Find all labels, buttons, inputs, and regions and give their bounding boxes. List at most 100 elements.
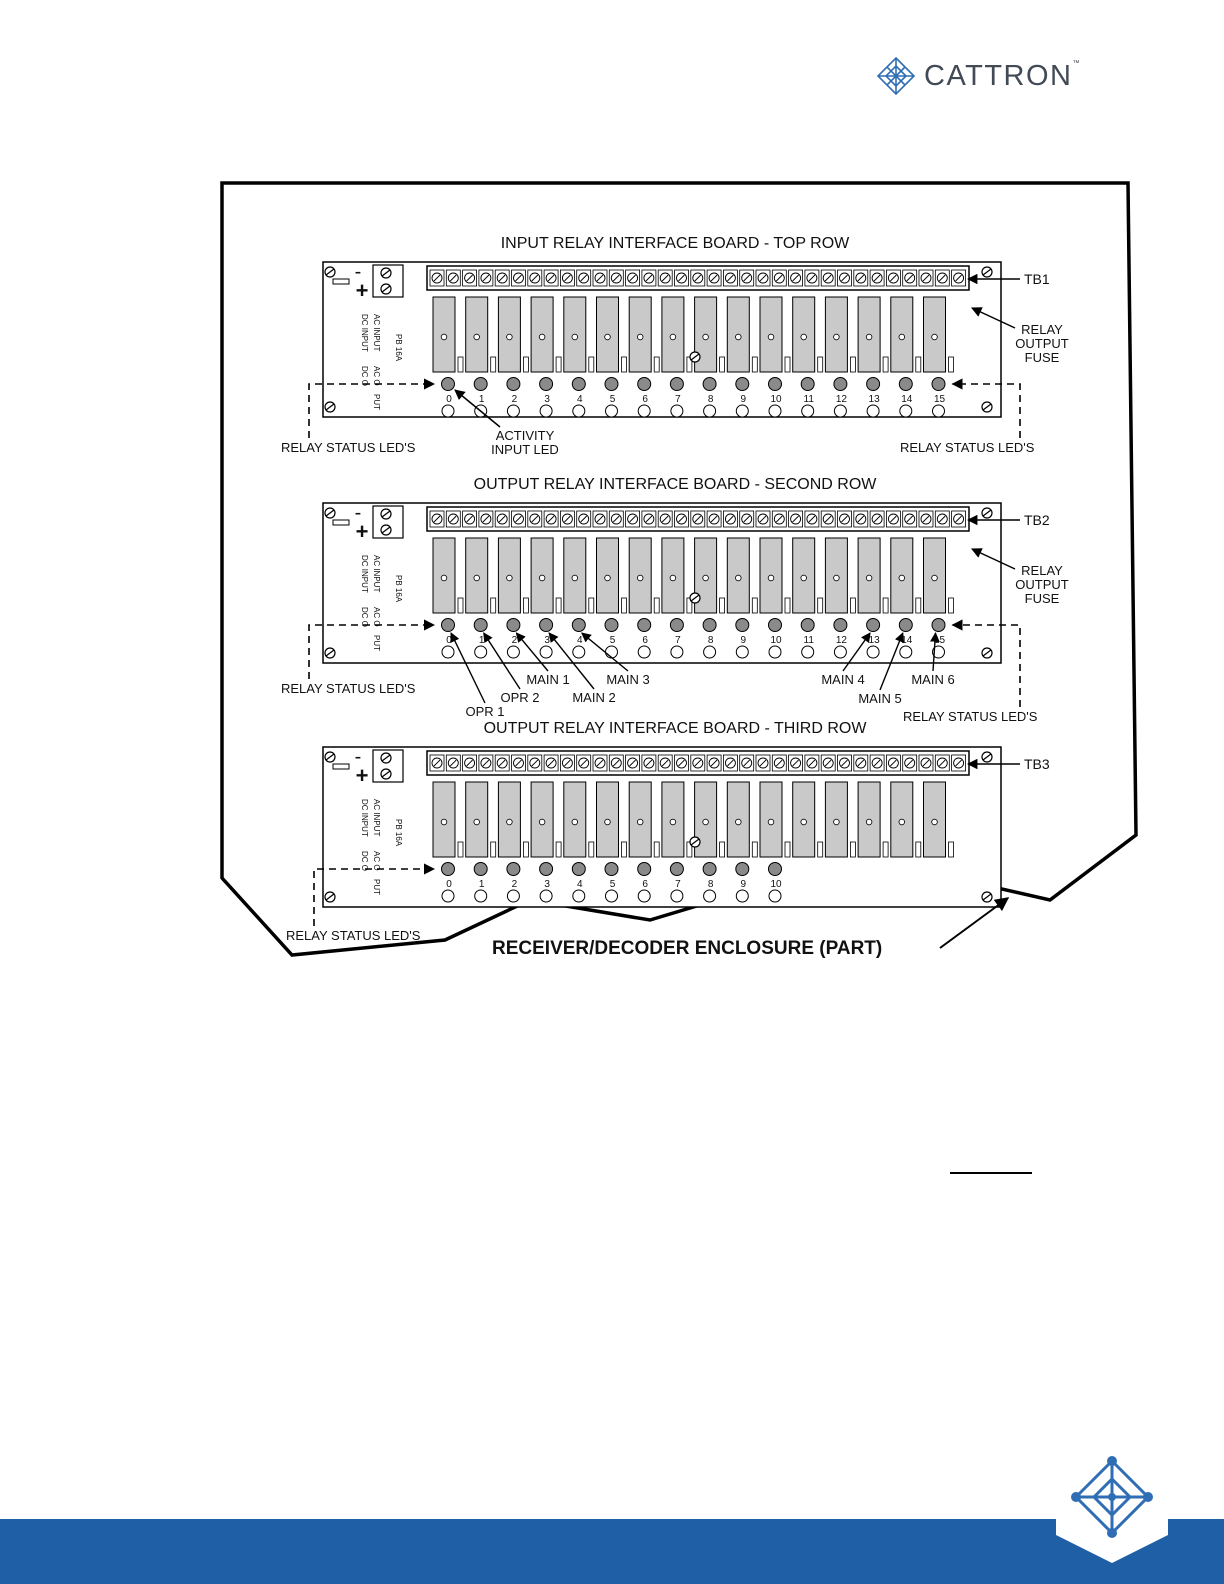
board-2-test-pad [441, 645, 455, 659]
board-2-channel-label: 7 [675, 635, 681, 646]
board-2-terminal-screw-slot [775, 515, 783, 523]
board-3-fuse-icon [915, 841, 922, 858]
board-3-terminal-screw-slot [661, 759, 669, 767]
board-1-channel-label: 5 [610, 394, 616, 405]
board-1-terminal-screw-slot [661, 274, 669, 282]
board-2-terminal-screw-slot [629, 515, 636, 523]
board-1-terminal-screw-slot [466, 274, 473, 282]
board-2-relay-dot-icon [538, 574, 546, 582]
board-1-test-pad [572, 404, 586, 418]
board-1-relay-dot-icon [506, 333, 513, 341]
board-2-terminal-screw-slot [433, 515, 441, 523]
board-1-fuse-icon [621, 356, 627, 373]
board-2-relay-dot-icon [767, 574, 775, 582]
board-3-relay-dot-icon [604, 818, 611, 826]
board-2-callout-label: MAIN 4 [821, 672, 864, 687]
board-2-fuse-icon [490, 597, 497, 614]
board-3-status-led [539, 862, 554, 876]
board-1-terminal-screw-slot [515, 274, 522, 282]
relay-board-diagram: INPUT RELAY INTERFACE BOARD - TOP ROW-+A… [220, 181, 1138, 959]
board-2-terminal-screw-slot [890, 515, 897, 523]
board-1-terminal-screw-slot [743, 274, 751, 282]
board-1-activity-arrow [454, 389, 501, 428]
board-3-terminal-screw-slot [922, 759, 930, 767]
board-1-test-pad [670, 404, 684, 418]
board-2-terminal-screw-slot [547, 515, 555, 523]
board-2-fuse-icon [555, 597, 562, 614]
board-2-test-pad [539, 645, 553, 659]
board-1-screw-tl-icon-slot [325, 268, 335, 276]
board-3-fuse-icon [588, 841, 595, 858]
board-3-test-pad [703, 889, 717, 903]
board-2-test-pad [670, 645, 684, 659]
board-3-fuse-icon [850, 841, 856, 858]
board-3-put-label: PUT [372, 879, 381, 895]
board-3-test-pad [768, 889, 782, 903]
board-1-status-led [866, 377, 881, 391]
board-1-terminal-screw-slot [629, 274, 636, 282]
board-1-status-led [931, 377, 946, 391]
board-1-screw-tr-icon-slot [982, 268, 992, 276]
board-2-put-label: PUT [372, 635, 381, 651]
board-1-terminal-screw-slot [449, 274, 457, 282]
enclosure-arrow [939, 897, 1010, 949]
board-2-relay-dot-icon [440, 574, 448, 582]
board-2-fuse-icon [784, 597, 791, 614]
board-2-terminal-screw-slot [792, 515, 799, 523]
board-1-fuse-icon [719, 356, 725, 373]
board-2-ac-output-label: AC O [372, 607, 381, 627]
board-3-status-label-left: RELAY STATUS LED'S [286, 928, 421, 943]
board-2-terminal-screw-slot [694, 515, 702, 523]
board-1-channel-label: 15 [934, 394, 946, 405]
board-1-test-pad [768, 404, 782, 418]
board-3-terminal-screw-slot [775, 759, 783, 767]
board-1-status-label-left: RELAY STATUS LED'S [281, 440, 416, 455]
board-2-status-led [441, 618, 455, 632]
board-2-terminal-screw-slot [759, 515, 767, 523]
board-1-fuse-icon [588, 356, 595, 373]
board-1-model-label: PB 16A [394, 334, 403, 362]
board-2-relay-dot-icon [473, 574, 480, 582]
board-3-ac-input-label: AC INPUT [372, 799, 381, 836]
board-3-channel-label: 10 [770, 879, 782, 890]
underline-mark [950, 1172, 1032, 1174]
board-3-terminal-screw-slot [873, 759, 881, 767]
board-2-fuse-icon [457, 597, 464, 614]
board-2-status-led [931, 618, 946, 632]
board-3-relay-dot-icon [702, 818, 709, 826]
board-1-test-pad [539, 404, 553, 418]
board-2-test-pad [833, 645, 847, 659]
board-2-fuse-label-line: OUTPUT [1015, 577, 1069, 592]
board-3-relay-dot-icon [506, 818, 513, 826]
board-2-terminal-screw-slot [482, 515, 490, 523]
board-2-fuse-icon [751, 597, 758, 614]
board-2-relay-dot-icon [800, 574, 807, 582]
board-3-channel-label: 4 [577, 879, 583, 890]
board-1-channel-label: 11 [804, 394, 815, 405]
board-3-model-label: PB 16A [394, 819, 403, 847]
board-3-fuse-icon [751, 841, 758, 858]
board-1-minus-label: - [355, 261, 362, 283]
board-2-fuse-icon [523, 597, 529, 614]
board-1-dc-input-label: DC INPUT [360, 314, 369, 352]
board-2-terminal-screw-slot [612, 515, 620, 523]
board-3-terminal-screw-slot [824, 759, 832, 767]
board-1-fuse-icon [653, 356, 660, 373]
board-1-status-led [637, 377, 652, 391]
board-3-channel-label: 7 [675, 879, 681, 890]
board-2-channel-label: 13 [869, 635, 881, 646]
board-3-dc-output-label: DC O [360, 851, 369, 871]
board-1-channel-label: 7 [675, 394, 681, 405]
board-1-channel-label: 1 [479, 394, 485, 405]
board-3-terminal-screw-slot [890, 759, 897, 767]
board-2-terminal-screw-slot [808, 515, 816, 523]
board-3-power-screw-2-icon-slot [381, 770, 391, 778]
board-1-terminal-screw-slot [775, 274, 783, 282]
board-1-relay-dot-icon [833, 333, 840, 341]
board-3-terminal-screw-slot [678, 759, 685, 767]
board-3-relay-dot-icon [865, 818, 873, 826]
board-2-channel-label: 4 [577, 635, 583, 646]
board-3-terminal-screw-slot [759, 759, 767, 767]
